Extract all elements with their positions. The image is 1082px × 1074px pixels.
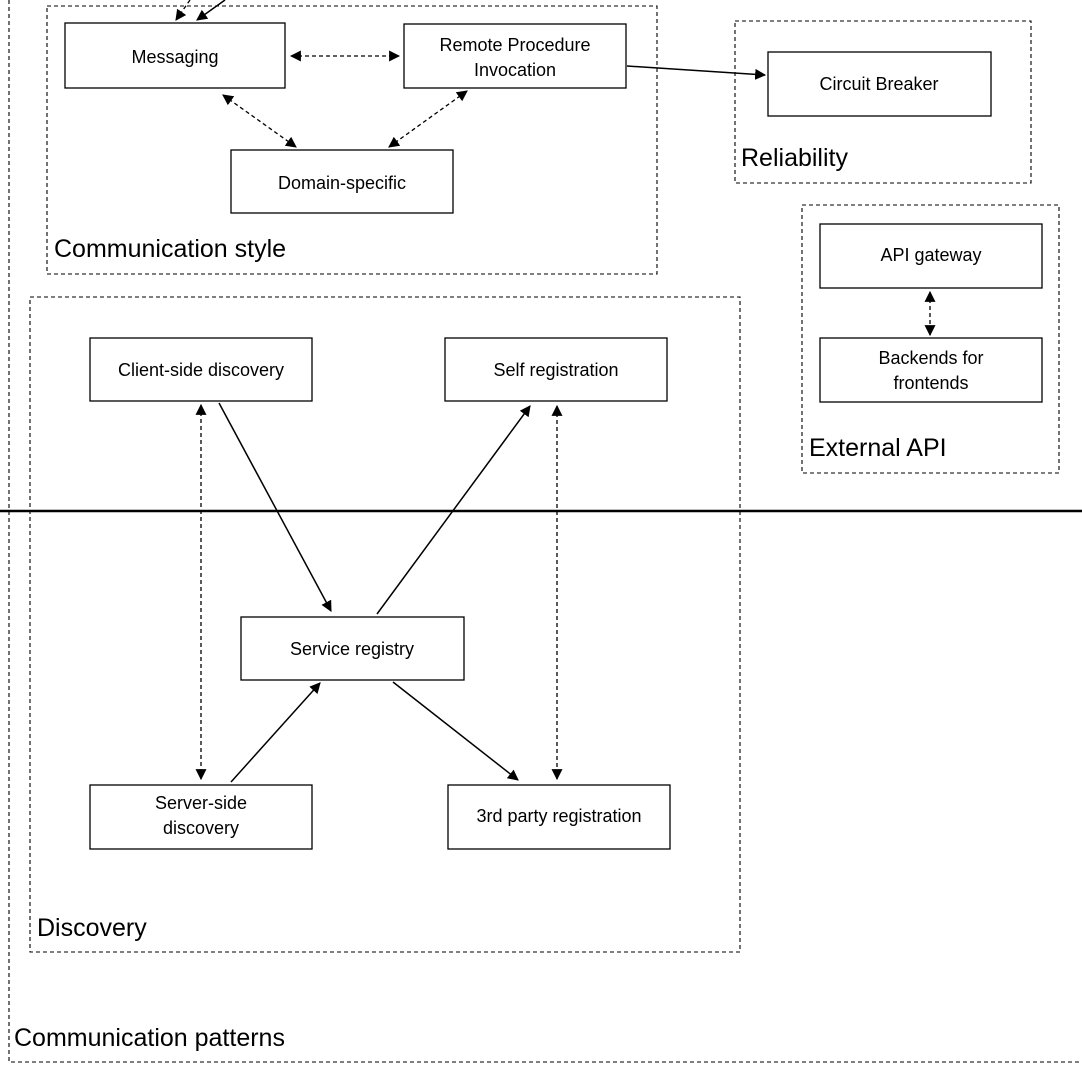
edge-messaging-domain-specific [222,94,297,148]
node-label: Messaging [131,47,218,67]
node-label-line-1: Server-side [155,793,247,813]
edge-registry-to-third-party [392,681,519,781]
node-label: API gateway [880,245,981,265]
group-communication-patterns: Communication patterns [8,0,1082,1063]
node-service-registry[interactable]: Service registry [240,616,465,681]
node-label: Domain-specific [278,173,406,193]
node-label-line-2: Invocation [474,60,556,80]
edge-server-side-to-registry [230,682,321,783]
node-label-line-1: Remote Procedure [439,35,590,55]
edge-client-side-to-registry [218,402,332,612]
group-external-api: External API [801,204,1060,474]
node-api-gateway[interactable]: API gateway [819,223,1043,289]
group-reliability: Reliability [734,20,1032,184]
group-label: Discovery [37,914,147,942]
group-discovery: Discovery [29,296,741,953]
edge-domain-specific-rpi [388,90,468,148]
node-remote-procedure-invocation[interactable]: Remote Procedure Invocation [403,23,627,89]
node-label-line-1: Backends for [878,348,983,368]
node-client-side-discovery[interactable]: Client-side discovery [89,337,313,402]
group-communication-style: Communication style [46,5,658,275]
edges [175,0,936,783]
edge-rpi-circuit-breaker [626,65,767,80]
edge-upstream-to-messaging-dashed [175,0,191,21]
edge-registry-to-self-registration [376,405,531,615]
node-third-party-registration[interactable]: 3rd party registration [447,784,671,850]
node-label-line-2: discovery [163,818,239,838]
edge-upstream-to-messaging [196,0,226,21]
node-label: Self registration [493,360,618,380]
node-messaging[interactable]: Messaging [64,22,286,89]
node-label-line-2: frontends [893,373,968,393]
node-backends-for-frontends[interactable]: Backends for frontends [819,337,1043,403]
group-label: External API [809,434,947,462]
group-label: Communication patterns [14,1024,285,1052]
node-label: Circuit Breaker [819,74,938,94]
node-server-side-discovery[interactable]: Server-side discovery [89,784,313,850]
node-self-registration[interactable]: Self registration [444,337,668,402]
node-label: Client-side discovery [118,360,284,380]
group-label: Reliability [741,144,848,172]
group-label: Communication style [54,235,286,263]
node-label: 3rd party registration [476,806,641,826]
node-label: Service registry [290,639,414,659]
node-domain-specific[interactable]: Domain-specific [230,149,454,214]
node-circuit-breaker[interactable]: Circuit Breaker [767,51,992,117]
